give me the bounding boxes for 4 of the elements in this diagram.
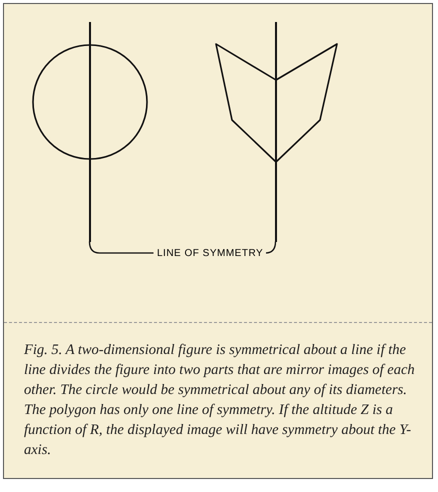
symmetry-line [275, 22, 277, 242]
symmetry-line [89, 22, 91, 242]
figure-caption: Fig. 5. A two-dimensional figure is symmetrical about a line if the line divides the figure into two parts that are mirror images of each other. The circle would be symmetrical about any of its diameters. The polygon has only one line of symmetry. If the altitude Z is a function of R, the displayed image will have symmetry about the Y-axis. [24, 341, 416, 460]
leader-line [264, 241, 276, 254]
